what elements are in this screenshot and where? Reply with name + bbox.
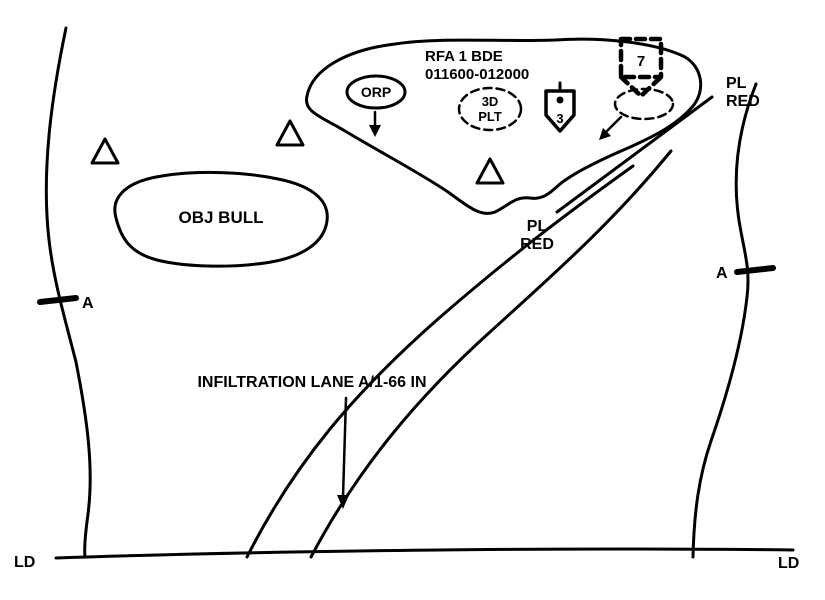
phase-line-red xyxy=(555,95,714,214)
plt-symbol xyxy=(457,86,523,132)
attack-arrow-line xyxy=(604,115,623,134)
pl-red-lower-line1: PL xyxy=(527,218,548,235)
triangle-symbol-2 xyxy=(275,119,305,147)
ld-line xyxy=(54,547,795,560)
pl-red-upper-line1: PL xyxy=(726,75,747,92)
triangle-symbol-3 xyxy=(475,157,505,185)
lane-arrow-head xyxy=(337,495,349,509)
ld-right-label: LD xyxy=(778,555,799,572)
infiltration-lane-label: INFILTRATION LANE A/1-66 IN xyxy=(197,374,426,391)
lane-left-edge xyxy=(245,164,635,559)
passage-point-3-dot xyxy=(556,96,564,104)
plt-label-line1: 3D xyxy=(482,94,499,109)
checkpoint-a-left-label: A xyxy=(82,295,94,312)
passage-point-3-number: 3 xyxy=(556,111,563,126)
attack-arrow-head xyxy=(599,128,611,140)
boundary-tick-left xyxy=(37,295,79,305)
orp-arrow-head xyxy=(369,125,381,137)
ld-left-label: LD xyxy=(14,554,35,571)
checkpoint-7-box xyxy=(618,36,664,80)
checkpoint-7-number: 7 xyxy=(637,53,645,70)
triangle-symbol-1 xyxy=(90,137,120,165)
rfa-label-time: 011600-012000 xyxy=(425,66,529,83)
lane-arrow-line xyxy=(341,396,348,499)
rfa-label-name: RFA 1 BDE xyxy=(425,48,503,65)
boundary-line-right xyxy=(691,82,758,559)
planned-position-symbol xyxy=(613,87,675,121)
passage-point-3-symbol xyxy=(544,89,576,133)
pl-red-lower-line2: RED xyxy=(520,236,554,253)
obj-bull-label: OBJ BULL xyxy=(179,208,264,227)
rfa-area-outline xyxy=(305,37,703,215)
boundary-tick-right xyxy=(734,265,776,275)
obj-bull-outline xyxy=(113,170,329,268)
pl-red-upper-line2: RED xyxy=(726,93,760,110)
orp-label: ORP xyxy=(361,84,391,100)
checkpoint-a-right-label: A xyxy=(716,265,728,282)
boundary-line-left xyxy=(44,26,92,559)
checkpoint-7-chevron xyxy=(618,74,664,99)
plt-label-line2: PLT xyxy=(478,109,502,124)
orp-symbol xyxy=(345,74,407,110)
lane-right-edge xyxy=(309,149,673,559)
